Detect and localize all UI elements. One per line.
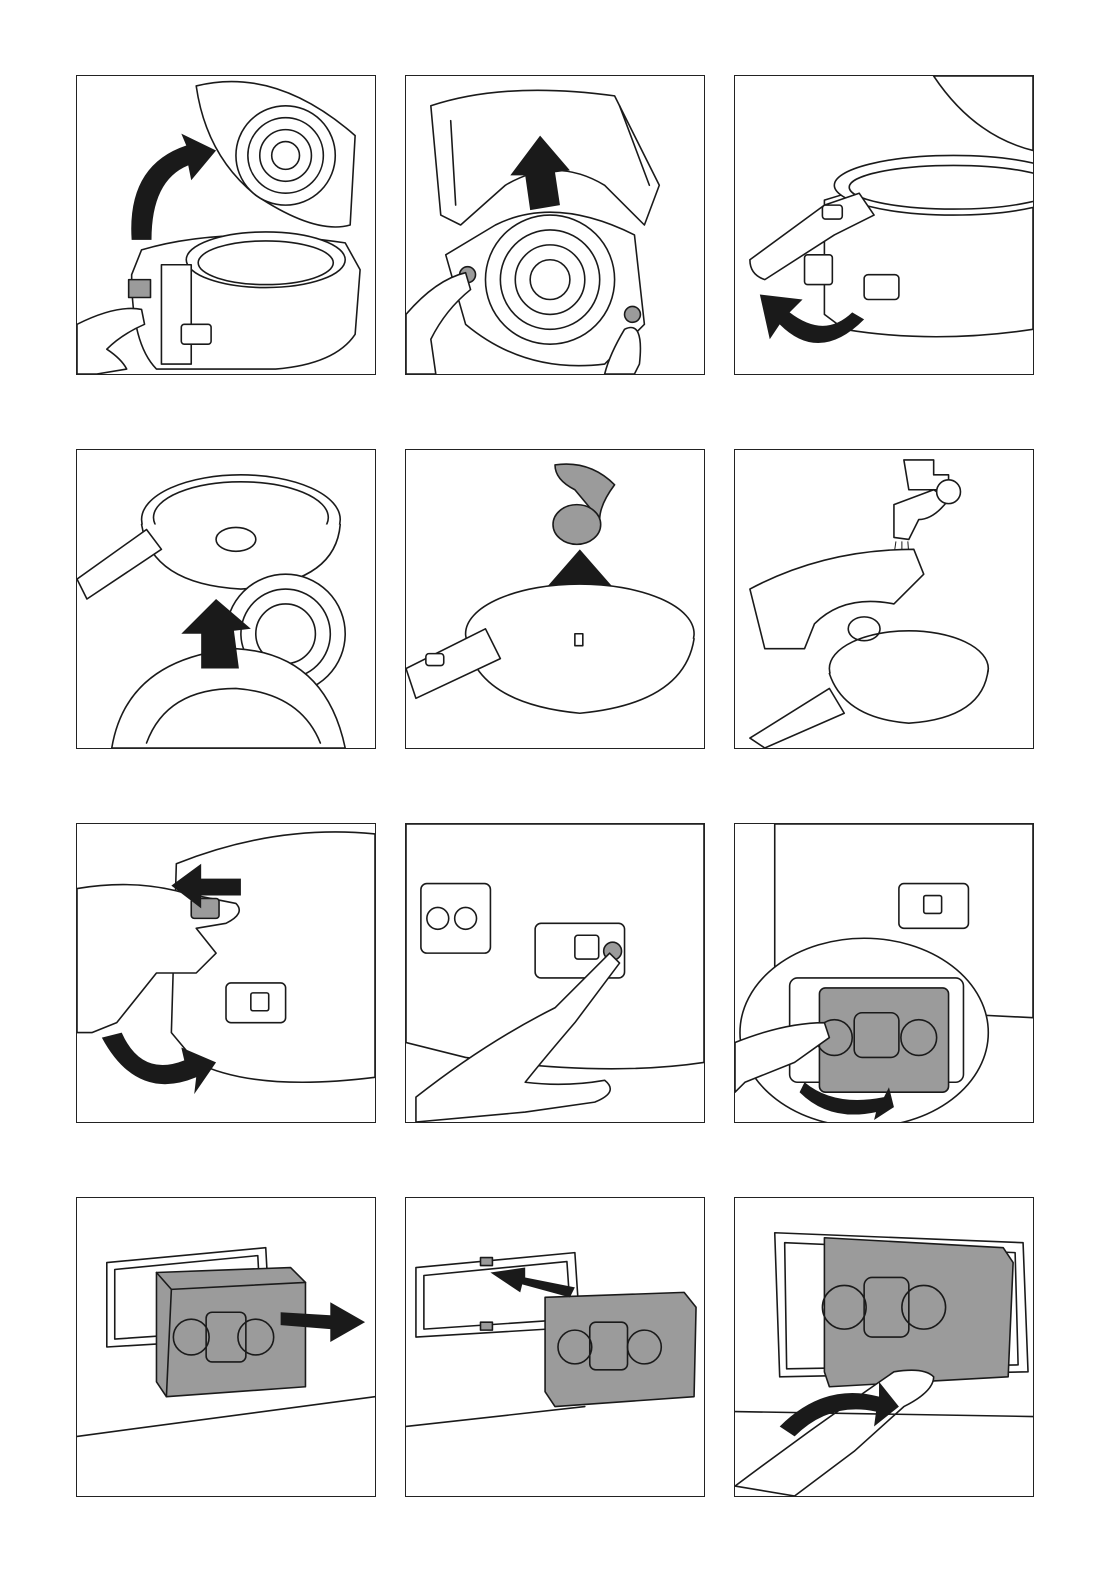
step-1-open-lid-panel (76, 75, 376, 375)
hand (77, 308, 145, 374)
fryer-body (805, 155, 1033, 336)
step-9-button-detail-panel (734, 823, 1034, 1123)
hands (406, 273, 471, 374)
filter-plate (446, 212, 645, 365)
step-12-secure-module-panel (734, 1197, 1034, 1497)
module-box (822, 1238, 1013, 1387)
step-8-press-button-panel (405, 823, 705, 1123)
lid-top (934, 76, 1033, 151)
step-6-wash-panel (734, 449, 1034, 749)
curved-arrow-up-icon (131, 134, 216, 240)
fryer-body (129, 232, 360, 369)
step-11-insert-module-panel (405, 1197, 705, 1497)
step-5-remove-paddle-panel (405, 449, 705, 749)
module-box (156, 1268, 305, 1397)
open-lid (196, 82, 355, 227)
step-10-remove-module-panel (76, 1197, 376, 1497)
module-box (545, 1292, 696, 1406)
step-4-lift-bowl-panel (76, 449, 376, 749)
paddle (553, 464, 615, 544)
hand (735, 1370, 934, 1496)
step-2-lift-filter-panel (405, 75, 705, 375)
pan-bowl (406, 584, 694, 713)
step-3-handle-panel (734, 75, 1034, 375)
step-7-handle-release-panel (76, 823, 376, 1123)
